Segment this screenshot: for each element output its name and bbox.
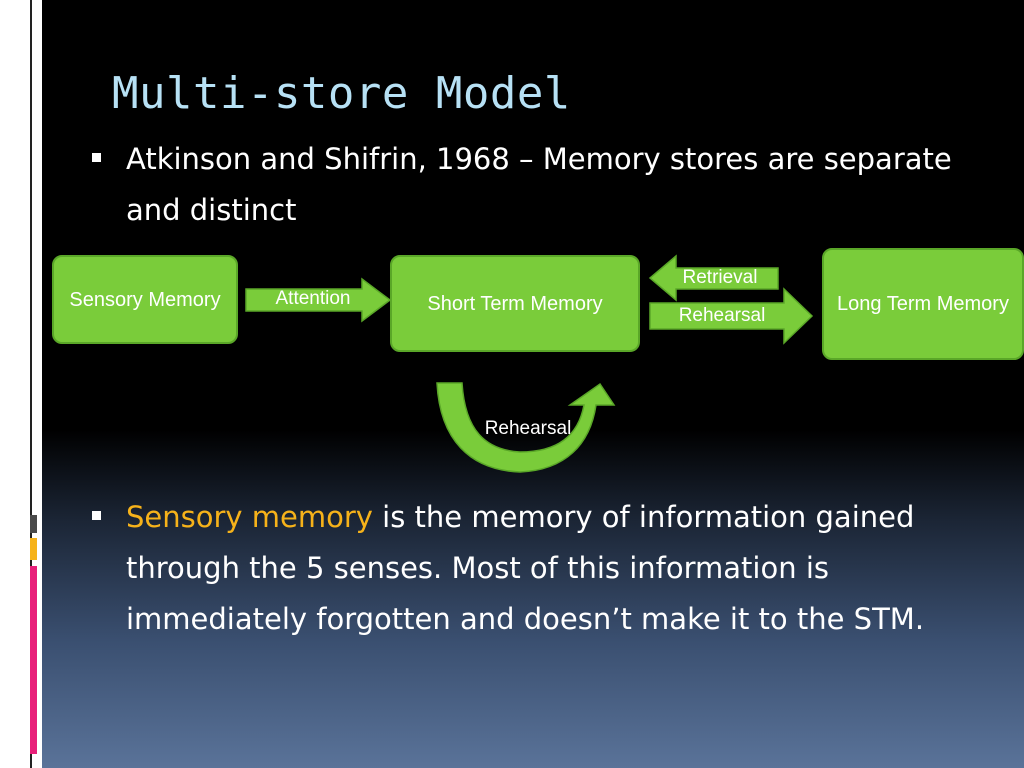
retrieval-label: Retrieval [682, 267, 758, 288]
sensory-memory-label: Sensory Memory [69, 288, 221, 311]
bullet-1-text: Atkinson and Shifrin, 1968 – Memory stor… [126, 142, 952, 227]
rehearsal-loop-label: Rehearsal [484, 418, 572, 439]
bullet-2-text: Sensory memory is the memory of informat… [126, 492, 966, 645]
short-term-memory-box: Short Term Memory [390, 255, 640, 352]
retrieval-arrow [648, 254, 779, 302]
long-term-memory-label: Long Term Memory [837, 293, 1009, 315]
bullet-marker [92, 511, 101, 520]
left-decor-strip [0, 0, 42, 768]
rehearsal-label: Rehearsal [678, 305, 766, 326]
attention-label: Attention [275, 288, 351, 309]
sensory-memory-highlight: Sensory memory [126, 500, 373, 534]
slide-title: Multi-store Model [112, 68, 571, 119]
attention-arrow [245, 277, 392, 323]
bullet-2-body: is the memory of information gained thro… [126, 500, 925, 636]
bullet-marker [92, 153, 101, 162]
rehearsal-arrow [649, 287, 814, 345]
long-term-memory-box: Long Term Memory [822, 248, 1024, 360]
short-term-memory-label: Short Term Memory [427, 292, 603, 315]
sensory-memory-box: Sensory Memory [52, 255, 238, 344]
rehearsal-loop-arrow [436, 382, 616, 473]
